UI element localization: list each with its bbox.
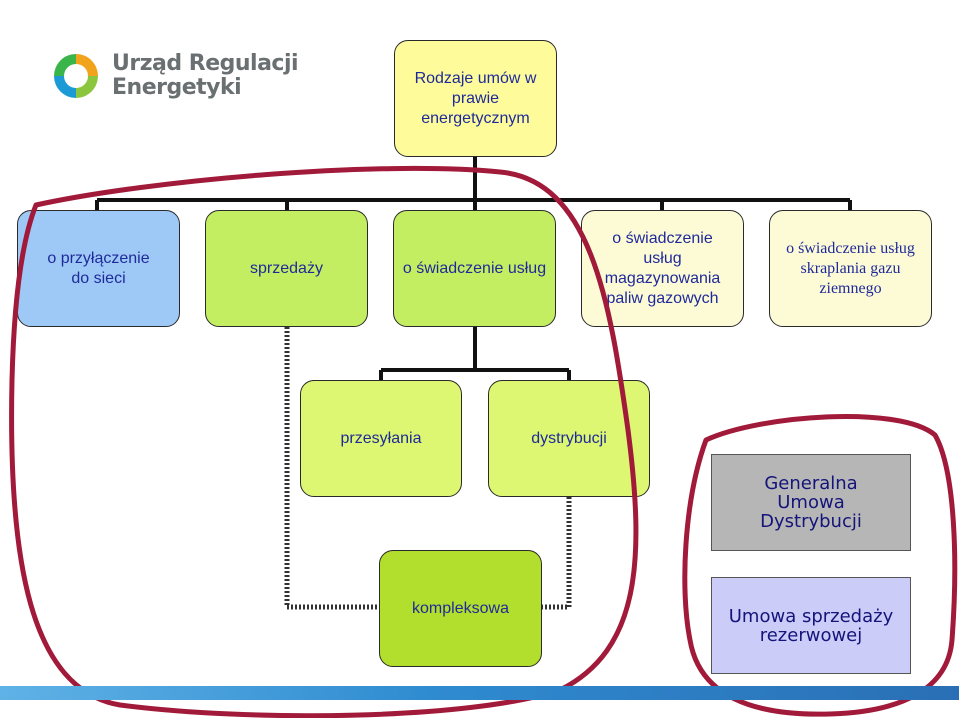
node-swiadczenie-uslug-label: o świadczenie usług xyxy=(402,259,547,277)
annotation-right-loop xyxy=(682,414,958,717)
node-dystrybucji-label: dystrybucji xyxy=(531,429,607,447)
root-label: Rodzaje umów w prawie energetycznym xyxy=(414,69,537,127)
box-generalna-umowa-dystrybucji-label: Generalna Umowa Dystrybucji xyxy=(760,473,862,532)
annotation-left-loop xyxy=(9,165,639,718)
node-przesylania: przesyłania xyxy=(300,380,462,497)
node-swiadczenie-uslug: o świadczenie usług xyxy=(393,210,556,327)
node-magazynowanie-label: o świadczenie usług magazynowania paliw … xyxy=(604,229,721,307)
box-umowa-sprzedazy-rezerwowej-label: Umowa sprzedaży rezerwowej xyxy=(728,605,894,646)
node-przylaczenie-label: o przyłączenie do sieci xyxy=(47,249,150,287)
node-kompleksowa: kompleksowa xyxy=(379,550,542,667)
node-sprzedazy: sprzedaży xyxy=(205,210,368,327)
node-przylaczenie: o przyłączenie do sieci xyxy=(17,210,180,327)
node-przesylania-label: przesyłania xyxy=(340,429,422,447)
logo-title: Urząd Regulacji Energetyki xyxy=(112,51,299,100)
box-generalna-umowa-dystrybucji: Generalna Umowa Dystrybucji xyxy=(711,454,911,551)
logo xyxy=(48,50,278,102)
logo-line2: Energetyki xyxy=(112,75,242,100)
footer-bar xyxy=(0,686,959,700)
node-skraplanie-label: o świadczenie usług skraplania gazu ziem… xyxy=(786,239,915,297)
ure-logo-icon xyxy=(54,54,98,98)
root-node: Rodzaje umów w prawie energetycznym xyxy=(394,40,557,157)
node-sprzedazy-label: sprzedaży xyxy=(250,259,323,277)
box-umowa-sprzedazy-rezerwowej: Umowa sprzedaży rezerwowej xyxy=(711,577,911,674)
logo-line1: Urząd Regulacji xyxy=(112,51,299,76)
node-kompleksowa-label: kompleksowa xyxy=(412,599,509,617)
node-skraplanie: o świadczenie usług skraplania gazu ziem… xyxy=(769,210,932,327)
